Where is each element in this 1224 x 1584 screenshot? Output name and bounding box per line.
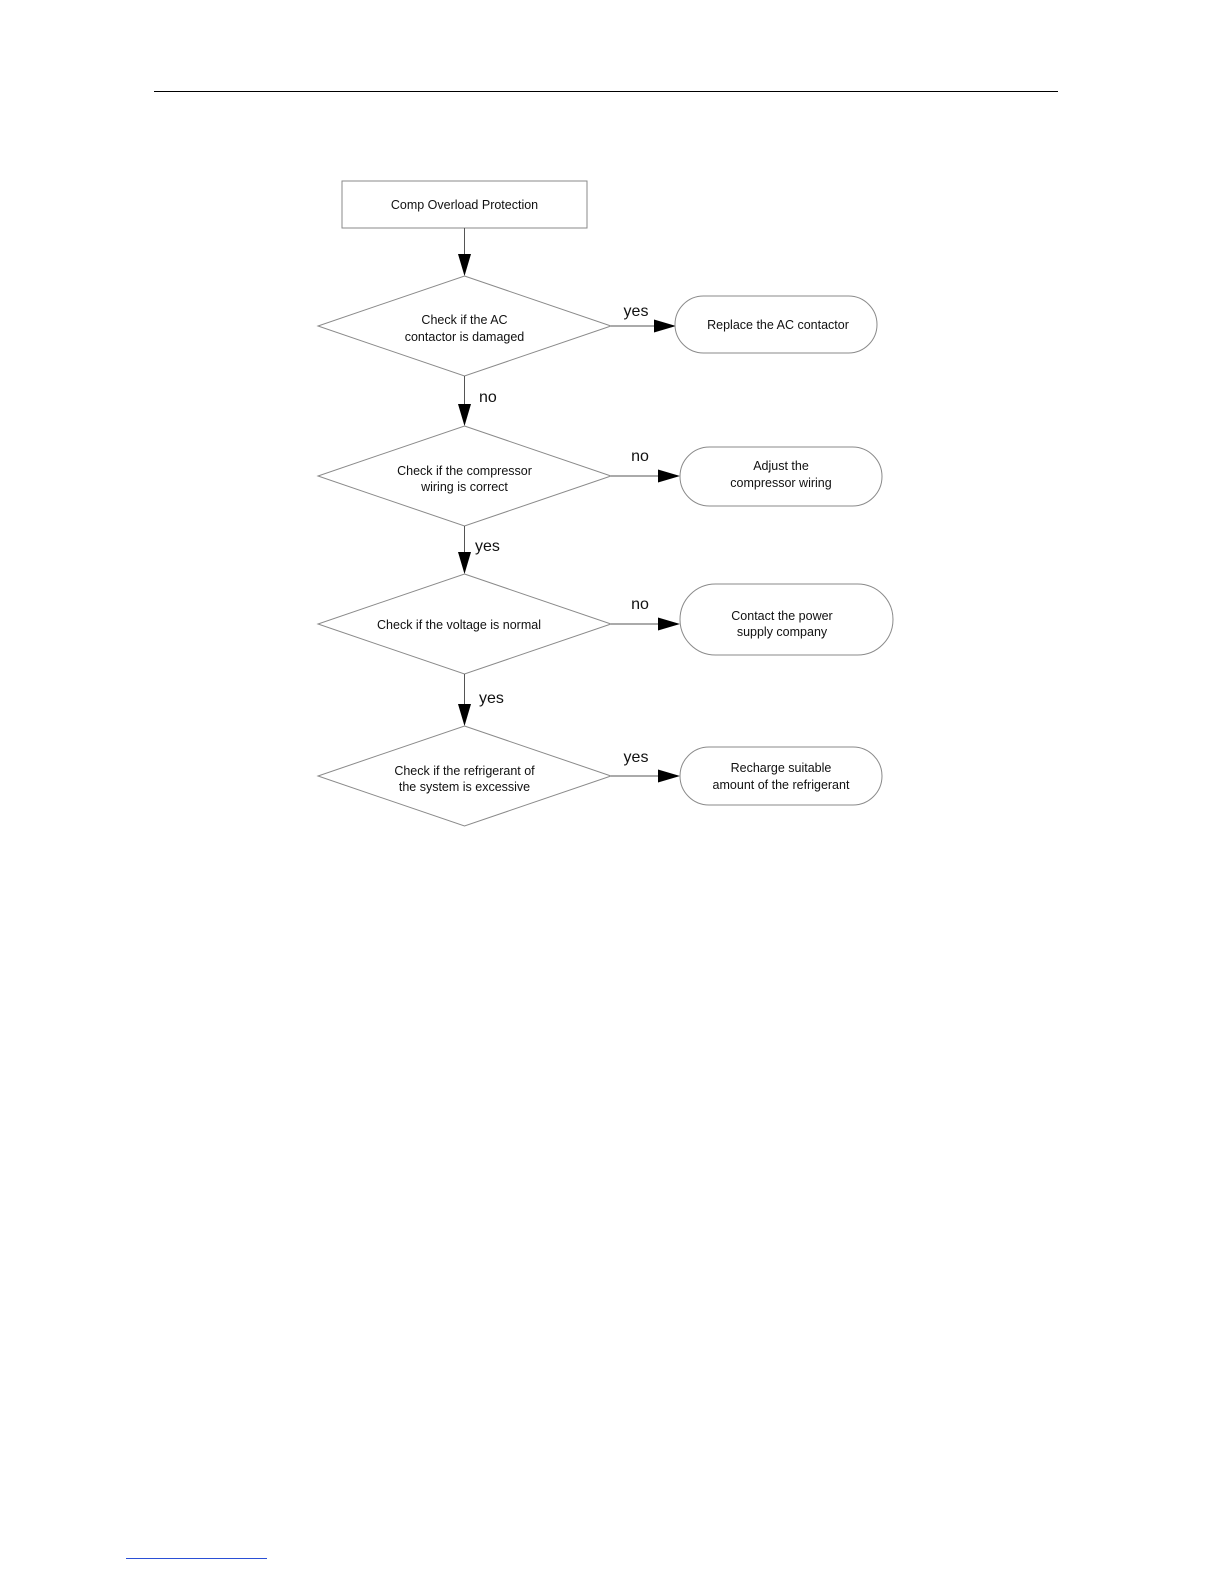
edge-check-1-to-check-2: no [458,376,497,426]
decision-4-line-2: the system is excessive [399,780,530,794]
footer-link-underline[interactable] [126,1558,267,1559]
down-2-label: yes [475,538,500,555]
edge-check-2-to-check-3: yes [458,526,500,574]
decision-1-line-2: contactor is damaged [405,330,525,344]
action-contact-power-company: Contact the power supply company [679,583,894,656]
decision-4-line-1: Check if the refrigerant of [394,764,535,778]
start-node-label: Comp Overload Protection [391,198,538,212]
action-adjust-compressor-wiring: Adjust the compressor wiring [679,446,883,507]
action-4-line-1: Recharge suitable [731,761,832,775]
action-4-line-2: amount of the refrigerant [713,778,850,792]
edge-check-3-to-action-3: no [611,596,680,631]
action-recharge-refrigerant: Recharge suitable amount of the refriger… [679,746,883,806]
edge-start-to-check-1 [458,228,471,276]
action-replace-ac-contactor: Replace the AC contactor [674,295,878,354]
start-node: Comp Overload Protection [341,180,588,229]
decision-2-line-2: wiring is correct [420,480,508,494]
branch-1-label: yes [624,303,649,320]
branch-2-label: no [631,448,649,465]
decision-3-line-1: Check if the voltage is normal [377,618,541,632]
action-2-line-1: Adjust the [753,459,809,473]
down-1-label: no [479,389,497,406]
decision-check-voltage: Check if the voltage is normal [316,573,613,675]
decision-check-compressor-wiring: Check if the compressor wiring is correc… [316,425,613,527]
branch-4-label: yes [624,749,649,766]
decision-2-line-1: Check if the compressor [397,464,532,478]
edge-check-2-to-action-2: no [611,448,680,483]
action-2-line-2: compressor wiring [730,476,831,490]
down-3-label: yes [479,690,504,707]
header-rule [154,91,1058,92]
action-1-line-1: Replace the AC contactor [707,318,849,332]
edge-check-4-to-action-4: yes [611,749,680,783]
action-3-line-1: Contact the power [731,609,832,623]
decision-1-line-1: Check if the AC [421,313,507,327]
decision-check-refrigerant: Check if the refrigerant of the system i… [316,725,613,827]
decision-check-ac-contactor: Check if the AC contactor is damaged [316,275,613,377]
edge-check-3-to-check-4: yes [458,674,504,726]
action-3-line-2: supply company [737,625,828,639]
branch-3-label: no [631,596,649,613]
edge-check-1-to-action-1: yes [611,303,676,333]
